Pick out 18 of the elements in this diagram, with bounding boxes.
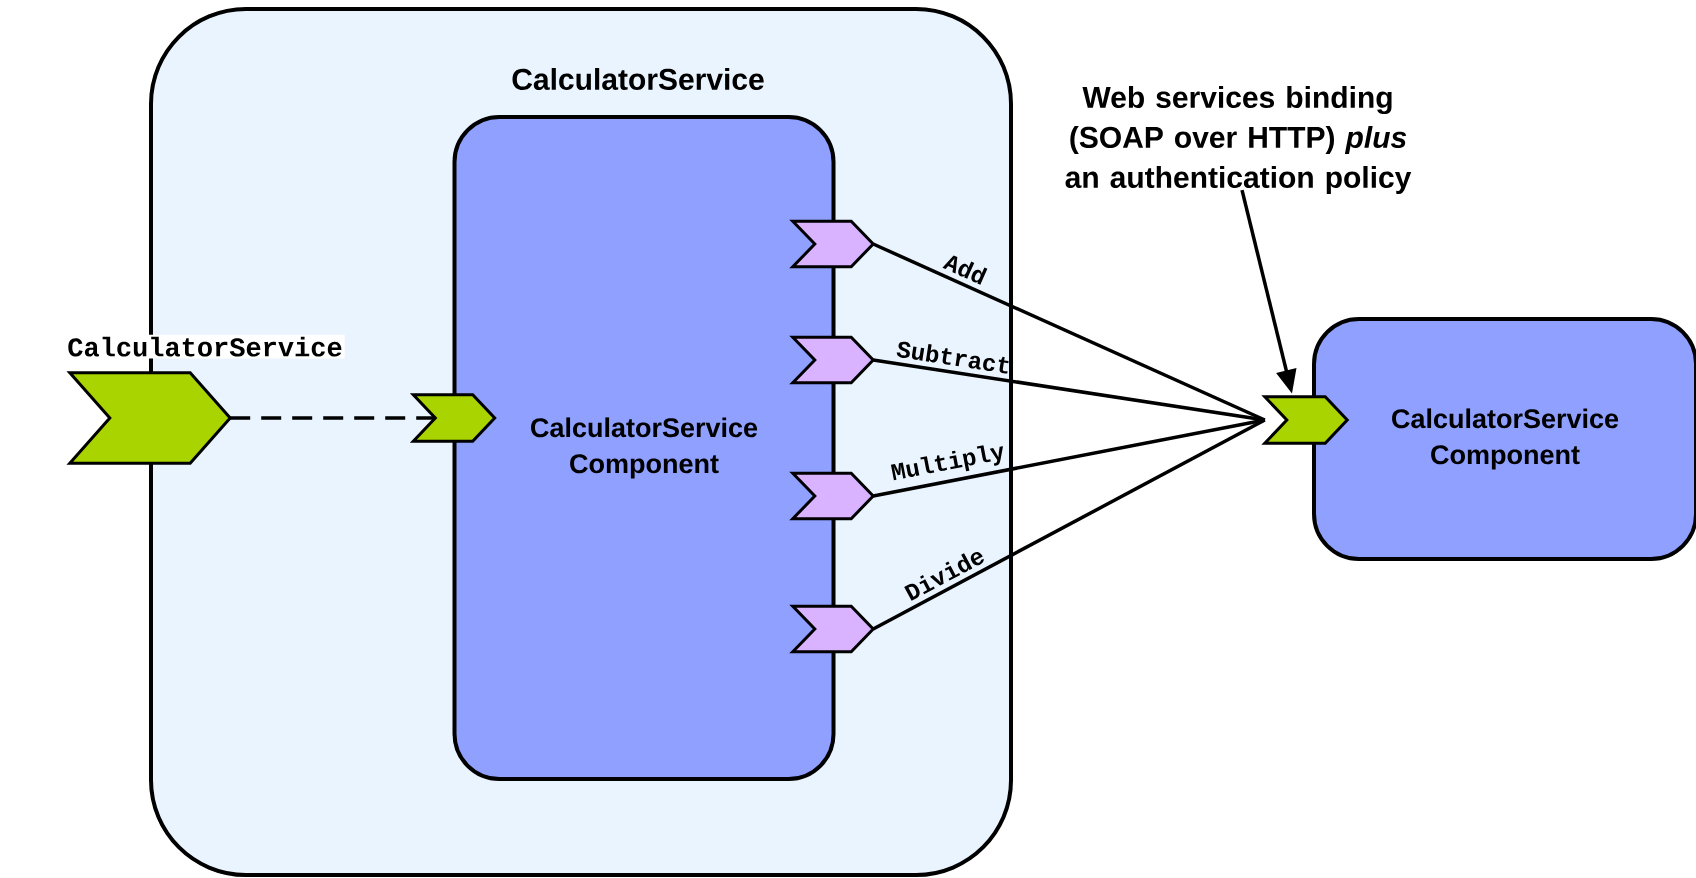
edge-label: Multiply — [890, 445, 1003, 481]
annotation-text: Web services binding (SOAP over HTTP) plus an authentication policy — [1065, 86, 1412, 194]
reference-chevron — [789, 335, 876, 385]
component-box: CalculatorService Component — [1312, 317, 1696, 561]
component-box: CalculatorService Component — [452, 115, 836, 781]
edge-label: Add — [942, 255, 988, 285]
service-chevron — [409, 393, 497, 443]
reference-chevron — [789, 219, 876, 269]
connector-line — [872, 418, 1266, 498]
service-label: CalculatorService — [65, 334, 345, 359]
reference-chevron — [789, 604, 876, 654]
edge-label: Subtract — [896, 341, 1009, 374]
connector-line — [872, 358, 1266, 422]
reference-chevron — [789, 471, 876, 521]
connector-line — [872, 418, 1266, 631]
service-chevron — [1261, 395, 1350, 445]
service-chevron — [66, 371, 233, 465]
connector-line — [230, 416, 436, 420]
